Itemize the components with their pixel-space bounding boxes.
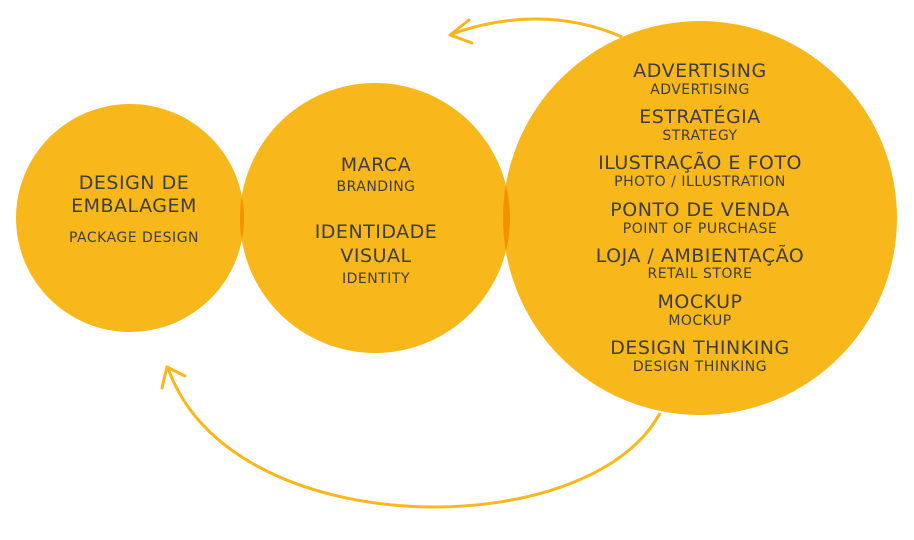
service-title-mockup: MOCKUP (657, 291, 743, 313)
package-design-subtitle: PACKAGE DESIGN (68, 230, 200, 246)
circle-package-design (16, 104, 244, 332)
identity-subtitle: IDENTITY (341, 271, 411, 287)
service-subtitle-design-thinking: DESIGN THINKING (632, 359, 768, 375)
service-title-advertising: ADVERTISING (633, 60, 767, 82)
bottom-arrow-arc (166, 367, 662, 509)
branding-title: MARCA (340, 154, 412, 176)
service-subtitle-illustration: PHOTO / ILLUSTRATION (614, 174, 786, 190)
service-subtitle-point-of-purchase: POINT OF PURCHASE (622, 221, 778, 237)
service-subtitle-retail-store: RETAIL STORE (647, 266, 753, 282)
service-title-illustration: ILUSTRAÇÃO E FOTO (598, 152, 802, 174)
service-subtitle-strategy: STRATEGY (662, 128, 738, 144)
package-design-title-line2: EMBALAGEM (71, 195, 197, 217)
service-title-retail-store: LOJA / AMBIENTAÇÃO (595, 245, 805, 267)
service-subtitle-mockup: MOCKUP (668, 313, 732, 329)
service-title-design-thinking: DESIGN THINKING (610, 337, 790, 359)
identity-title-line1: IDENTIDADE (314, 221, 438, 243)
identity-title-line2: VISUAL (340, 245, 412, 267)
bottom-arrow-head-icon (160, 365, 187, 390)
service-title-point-of-purchase: PONTO DE VENDA (610, 199, 790, 221)
service-title-strategy: ESTRATÉGIA (639, 106, 761, 128)
package-design-title-line1: DESIGN DE (78, 172, 190, 194)
service-subtitle-advertising: ADVERTISING (650, 82, 750, 98)
top-arrow-arc (451, 17, 623, 39)
branding-subtitle: BRANDING (336, 179, 416, 195)
top-arrow-head-icon (448, 18, 474, 45)
circle-branding (240, 83, 510, 353)
circle-services (503, 21, 897, 415)
